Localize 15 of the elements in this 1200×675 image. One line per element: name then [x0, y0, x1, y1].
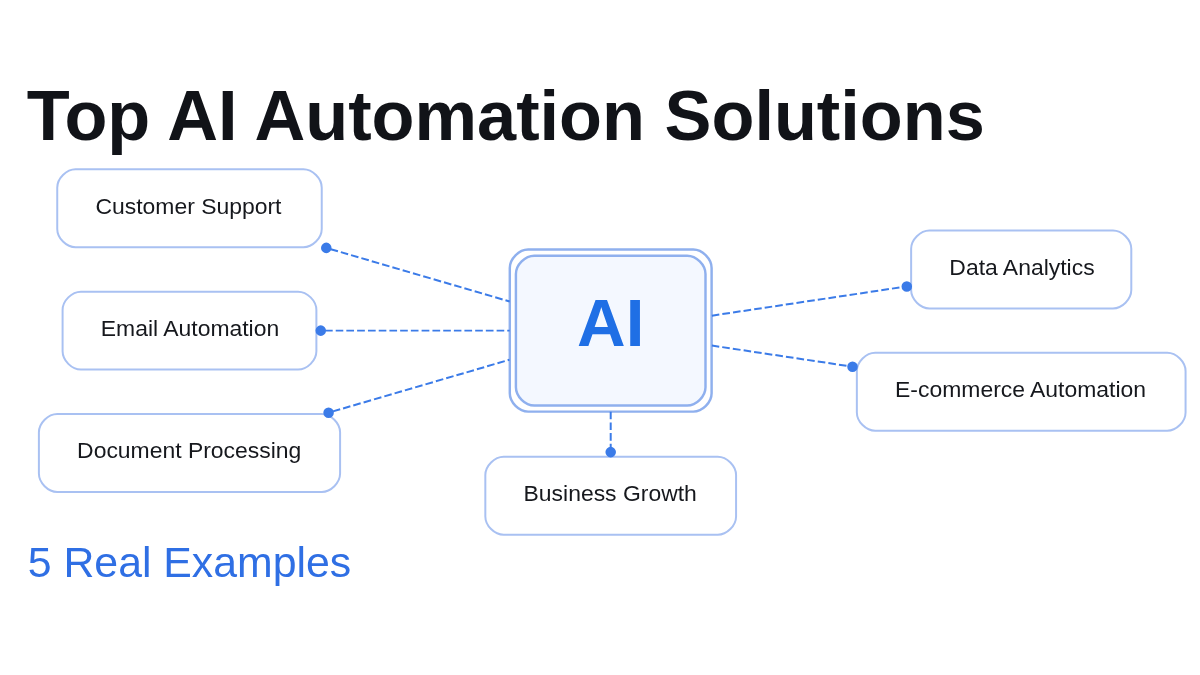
- node-box: Business Growth: [484, 455, 738, 536]
- node-box: AI: [508, 248, 713, 413]
- label: 5 Real Examples: [27, 537, 352, 586]
- connector: [605, 410, 616, 458]
- diagram-title: Top AI Automation Solutions: [26, 75, 985, 155]
- connector: [321, 242, 511, 303]
- connector: [710, 344, 858, 372]
- node-box: Customer Support: [56, 168, 323, 249]
- connector: [710, 281, 913, 317]
- node-box: E-commerce Automation: [855, 351, 1187, 432]
- node-box: Document Processing: [37, 412, 342, 493]
- node-box: Data Analytics: [910, 229, 1133, 310]
- connector: [323, 358, 511, 418]
- connector: [315, 325, 511, 336]
- node-box: Email Automation: [61, 290, 318, 371]
